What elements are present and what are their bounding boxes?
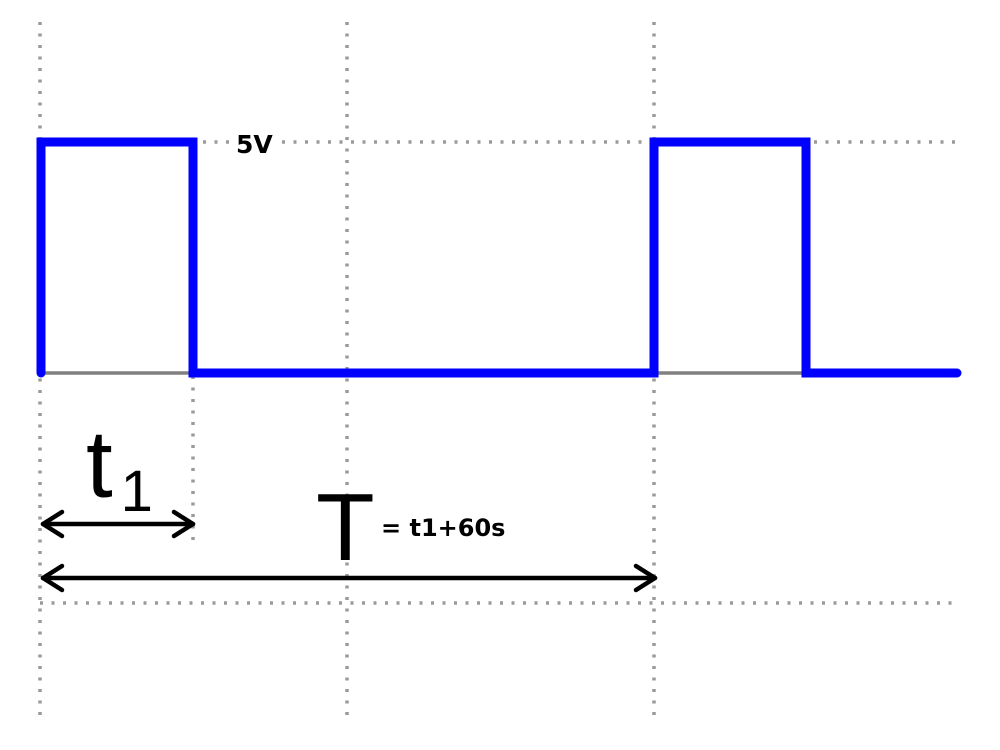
period-double-arrow <box>40 563 658 593</box>
t1-label-subscript: 1 <box>121 459 153 524</box>
voltage-label: 5V <box>236 130 273 159</box>
period-formula-label: = t1+60s <box>381 514 505 542</box>
t1-double-arrow <box>40 509 196 539</box>
period-label: T <box>316 474 375 581</box>
square-wave-signal <box>36 137 962 378</box>
t1-label-symbol: t <box>86 411 113 518</box>
